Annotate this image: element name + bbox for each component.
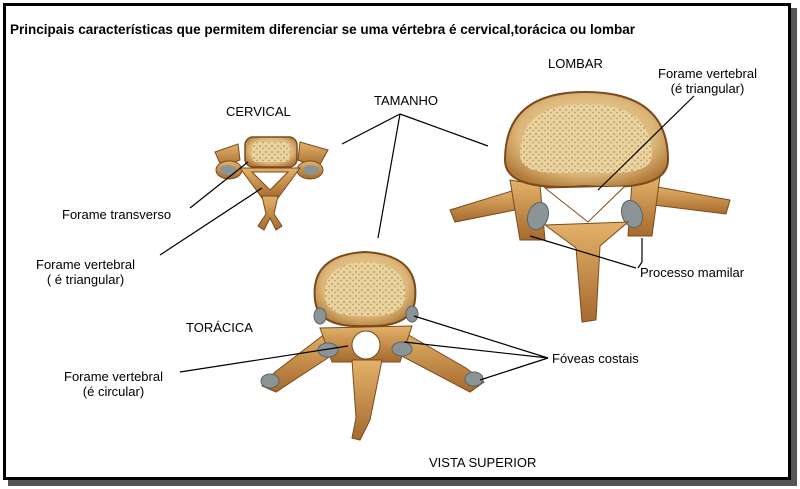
cervical-forame-line2: ( é triangular) <box>18 272 153 287</box>
label-forame-transverso: Forame transverso <box>62 207 171 222</box>
label-toracica-forame-vertebral: Forame vertebral (é circular) <box>46 369 181 399</box>
label-tamanho: TAMANHO <box>374 93 438 108</box>
label-lombar-forame-vertebral: Forame vertebral (é triangular) <box>640 66 775 96</box>
label-cervical: CERVICAL <box>226 104 291 119</box>
label-cervical-forame-vertebral: Forame vertebral ( é triangular) <box>18 257 153 287</box>
label-lombar: LOMBAR <box>548 56 603 71</box>
toracica-forame-line1: Forame vertebral <box>46 369 181 384</box>
label-vista-superior: VISTA SUPERIOR <box>429 455 536 470</box>
lumbar-vertebra <box>450 92 730 322</box>
cervical-vertebra <box>215 137 328 230</box>
lombar-forame-line1: Forame vertebral <box>640 66 775 81</box>
label-foveas-costais: Fóveas costais <box>552 351 639 366</box>
label-processo-mamilar: Processo mamilar <box>640 265 744 280</box>
thoracic-vertebra <box>261 252 484 440</box>
label-toracica: TORÁCICA <box>186 320 253 335</box>
cervical-forame-line1: Forame vertebral <box>18 257 153 272</box>
lombar-forame-line2: (é triangular) <box>640 81 775 96</box>
toracica-forame-line2: (é circular) <box>46 384 181 399</box>
